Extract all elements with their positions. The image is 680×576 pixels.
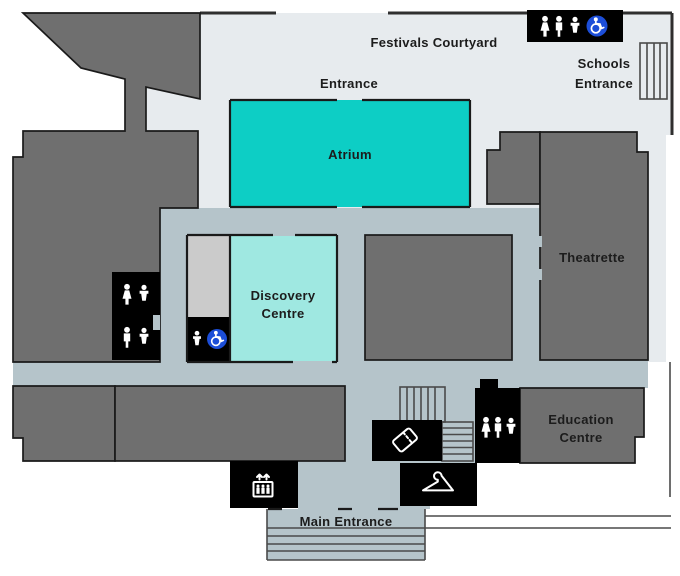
room-centre — [364, 234, 513, 361]
lift — [230, 461, 298, 508]
label-festivals-courtyard: Festivals Courtyard — [370, 35, 497, 50]
label-theatrette: Theatrette — [559, 250, 625, 265]
label-entrance: Entrance — [320, 76, 378, 91]
wheelchair-accessible-icon — [585, 14, 609, 38]
wall-stub — [480, 379, 498, 388]
discovery-centre-block — [185, 233, 339, 364]
toilets-education — [475, 379, 520, 463]
forecourt-lines — [425, 362, 671, 529]
label-discovery-centre-2: Centre — [262, 306, 305, 321]
theatrette-door-gap — [538, 269, 542, 280]
label-education-centre-2: Centre — [560, 430, 603, 445]
courtyard-floor-edge — [666, 13, 673, 135]
toilets-west — [112, 272, 160, 360]
label-education-centre-1: Education — [548, 412, 614, 427]
steps-main-entrance — [266, 507, 426, 561]
label-main-entrance: Main Entrance — [300, 514, 393, 529]
room-southwest-a — [12, 385, 116, 462]
theatrette-room — [538, 131, 649, 361]
discovery-side-room — [188, 236, 230, 317]
room-southwest-b — [114, 385, 346, 462]
stairs-schools-entrance — [639, 42, 668, 100]
cloakroom — [400, 463, 477, 506]
toilets-courtyard — [527, 10, 623, 42]
label-schools-entrance-1: Schools — [578, 56, 631, 71]
label-atrium: Atrium — [328, 147, 372, 162]
atrium-room — [228, 98, 472, 209]
theatrette-door-gap — [538, 236, 542, 247]
ticket-desk — [372, 420, 442, 461]
discovery-centre-room — [230, 236, 337, 361]
label-schools-entrance-2: Entrance — [575, 76, 633, 91]
label-discovery-centre-1: Discovery — [251, 288, 316, 303]
wheelchair-accessible-icon — [206, 328, 228, 350]
